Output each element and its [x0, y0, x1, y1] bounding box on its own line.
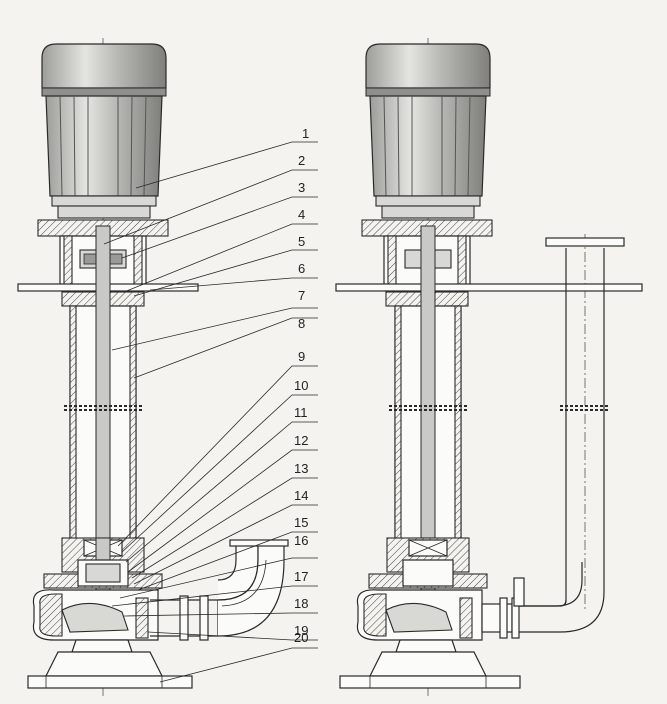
callout-18: 18 [294, 596, 308, 611]
callout-2: 2 [298, 153, 305, 168]
sectional-view: 1 2 3 4 5 6 7 8 9 10 11 12 13 14 15 16 1… [17, 38, 318, 698]
callout-15: 15 [294, 515, 308, 530]
pump-casing [32, 539, 289, 641]
callout-1: 1 [302, 126, 309, 141]
callout-8: 8 [298, 316, 305, 331]
callout-4: 4 [298, 207, 305, 222]
callout-20: 20 [294, 630, 308, 645]
callout-16: 16 [294, 533, 308, 548]
pump-base [27, 639, 193, 689]
lower-housing [43, 537, 163, 613]
external-pipe-view [335, 38, 643, 698]
callout-9: 9 [298, 349, 305, 364]
casing-right [356, 589, 520, 641]
callout-labels: 1 2 3 4 5 6 7 8 9 10 11 12 13 14 15 16 1… [294, 126, 309, 645]
callout-5: 5 [298, 234, 305, 249]
motor-right [365, 43, 491, 219]
callout-13: 13 [294, 461, 308, 476]
callout-19: 19 [294, 623, 308, 638]
callout-10: 10 [294, 378, 308, 393]
callout-6: 6 [298, 261, 305, 276]
motor [41, 43, 167, 219]
base-right [339, 639, 521, 689]
column [64, 225, 142, 609]
callout-14: 14 [294, 488, 308, 503]
column-right [389, 225, 467, 609]
bracket-right [335, 219, 643, 307]
leader-lines [103, 141, 318, 683]
callout-7: 7 [298, 288, 305, 303]
callout-11: 11 [294, 405, 308, 420]
lower-housing-right [368, 537, 488, 589]
discharge-pipe [513, 237, 625, 633]
callout-3: 3 [298, 180, 305, 195]
callout-12: 12 [294, 433, 308, 448]
callout-17: 17 [294, 569, 308, 584]
